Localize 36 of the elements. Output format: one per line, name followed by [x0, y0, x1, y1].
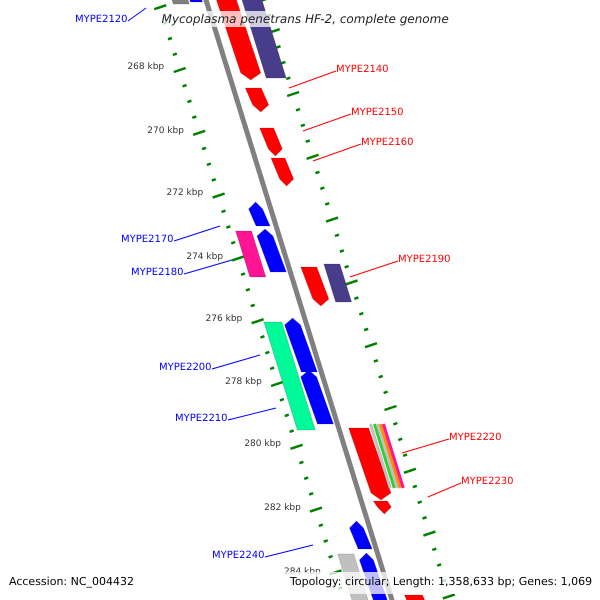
- map-title: Mycoplasma penetrans HF-2, complete genome: [162, 11, 449, 27]
- gene-label: MYPE2210: [175, 412, 228, 425]
- leader-line: [212, 354, 260, 370]
- gene-label: MYPE2230: [461, 475, 514, 488]
- leader-line: [174, 226, 220, 242]
- gene-label: MYPE2140: [336, 63, 389, 76]
- leader-line: [350, 260, 398, 278]
- scale-label: 272 kbp: [166, 187, 204, 200]
- scale-label: 282 kbp: [264, 502, 301, 515]
- scale-label: 276 kbp: [206, 313, 242, 326]
- gene-label: MYPE2160: [361, 136, 414, 149]
- leader-line: [428, 482, 462, 498]
- leader-line: [128, 8, 146, 22]
- scale-label: 270 kbp: [147, 125, 184, 138]
- leader-line: [228, 408, 276, 420]
- leader-line: [312, 144, 362, 162]
- scale-label: 284 kbp: [284, 566, 321, 577]
- leader-line: [302, 114, 352, 132]
- scale-label: 274 kbp: [186, 251, 224, 264]
- scale-label: 268 kbp: [127, 61, 164, 74]
- accession-text: Accession: NC_004432: [9, 575, 134, 588]
- gene-label: MYPE2150: [351, 106, 404, 119]
- gene-label: MYPE2220: [449, 431, 502, 444]
- gene-label: MYPE2200: [159, 361, 212, 374]
- leader-line: [264, 544, 314, 558]
- gene-label: MYPE2170: [121, 233, 174, 246]
- leader-line: [288, 70, 336, 88]
- gene-label: MYPE2180: [131, 266, 184, 279]
- gene-label: MYPE2240: [212, 549, 265, 562]
- leader-line: [402, 438, 450, 454]
- gene-label: MYPE2190: [398, 253, 451, 266]
- leader-line: [184, 260, 232, 274]
- genome-summary-text: Topology: circular; Length: 1,358,633 bp; Genes: 1,069: [290, 575, 592, 588]
- scale-label: 278 kbp: [225, 376, 262, 389]
- gene-label: MYPE2120: [75, 13, 128, 26]
- scale-label: 280 kbp: [244, 438, 282, 451]
